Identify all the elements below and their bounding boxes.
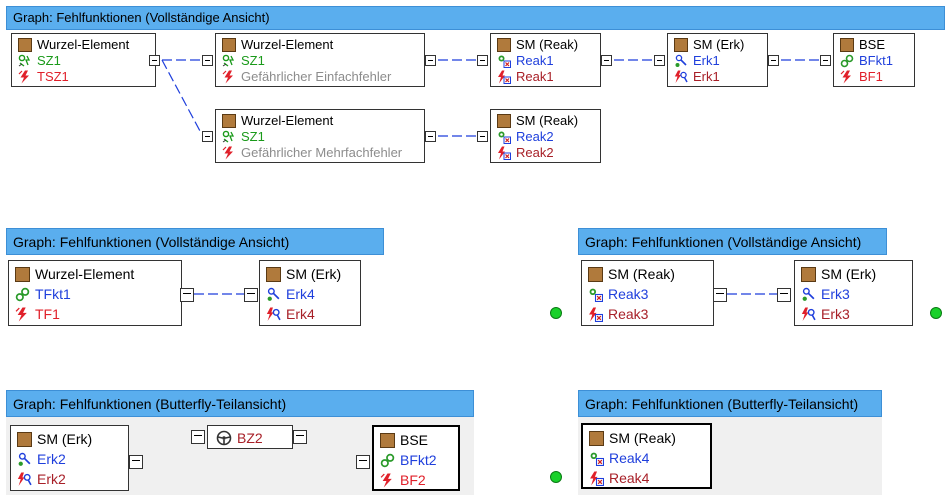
collapse-toggle[interactable] (777, 288, 791, 302)
collapse-toggle[interactable] (129, 455, 143, 469)
collapse-toggle[interactable] (293, 430, 307, 444)
reaction-fault-icon (589, 471, 604, 486)
reaction-fault-icon (497, 146, 511, 160)
detection-fault-icon (674, 70, 688, 84)
collapse-toggle[interactable] (425, 55, 436, 66)
node-sm-reak2[interactable]: SM (Reak) Reak2 Reak2 (490, 109, 601, 163)
element-box-icon (380, 432, 395, 448)
node-sm-erk2[interactable]: SM (Erk) Erk2 Erk2 (10, 425, 129, 491)
panel-title: Graph: Fehlfunktionen (Butterfly-Teilans… (585, 396, 859, 412)
node-root-element[interactable]: Wurzel-Element SZ1 TSZ1 (11, 33, 156, 87)
reaction-fault-icon (588, 307, 603, 322)
panel-header-graph5: Graph: Fehlfunktionen (Butterfly-Teilans… (578, 390, 882, 417)
collapse-toggle[interactable] (202, 55, 213, 66)
safety-goal-icon (222, 54, 236, 68)
node-sm-erk1[interactable]: SM (Erk) Erk1 Erk1 (667, 33, 768, 87)
status-dot (550, 471, 562, 483)
element-box-icon (497, 113, 511, 128)
fault-icon (222, 146, 236, 160)
node-sm-erk3[interactable]: SM (Erk) Erk3 Erk3 (794, 260, 913, 326)
collapse-toggle[interactable] (149, 55, 160, 66)
collapse-toggle[interactable] (180, 288, 194, 302)
element-box-icon (17, 431, 32, 447)
node-multi-fault[interactable]: Wurzel-Element SZ1 Gefährlicher Mehrfach… (215, 109, 425, 163)
collapse-toggle[interactable] (202, 131, 213, 142)
panel-title: Graph: Fehlfunktionen (Vollständige Ansi… (13, 234, 290, 250)
detection-fault-icon (266, 307, 281, 322)
reaction-icon (588, 287, 603, 302)
element-box-icon (266, 266, 281, 282)
reaction-icon (497, 54, 511, 68)
node-sm-reak4[interactable]: SM (Reak) Reak4 Reak4 (581, 423, 712, 489)
panel-header-graph4: Graph: Fehlfunktionen (Butterfly-Teilans… (6, 390, 474, 417)
element-box-icon (18, 37, 32, 52)
node-bse2[interactable]: BSE BFkt2 BF2 (372, 425, 460, 491)
panel-title: Graph: Fehlfunktionen (Vollständige Ansi… (13, 10, 270, 25)
panel-title: Graph: Fehlfunktionen (Vollständige Ansi… (585, 234, 862, 250)
node-sm-reak1[interactable]: SM (Reak) Reak1 Reak1 (490, 33, 601, 87)
panel-header-graph1: Graph: Fehlfunktionen (Vollständige Ansi… (6, 6, 945, 30)
fault-icon (380, 473, 395, 488)
reaction-icon (589, 451, 604, 466)
status-dot (550, 307, 562, 319)
element-box-icon (222, 113, 236, 128)
element-box-icon (674, 37, 688, 52)
function-icon (15, 287, 30, 302)
collapse-toggle[interactable] (356, 455, 370, 469)
collapse-toggle[interactable] (601, 55, 612, 66)
panel-title: Graph: Fehlfunktionen (Butterfly-Teilans… (13, 396, 287, 412)
node-single-fault[interactable]: Wurzel-Element SZ1 Gefährlicher Einfachf… (215, 33, 425, 87)
detection-icon (266, 287, 281, 302)
collapse-toggle[interactable] (820, 55, 831, 66)
safety-goal-icon (222, 130, 236, 144)
element-box-icon (497, 37, 511, 52)
fault-icon (15, 307, 30, 322)
node-sm-erk4[interactable]: SM (Erk) Erk4 Erk4 (259, 260, 361, 326)
panel-header-graph2: Graph: Fehlfunktionen (Vollständige Ansi… (6, 228, 384, 255)
detection-icon (674, 54, 688, 68)
reaction-fault-icon (497, 70, 511, 84)
function-icon (840, 54, 854, 68)
node-bse1[interactable]: BSE BFkt1 BF1 (833, 33, 915, 87)
function-icon (380, 453, 395, 468)
collapse-toggle[interactable] (477, 131, 488, 142)
element-box-icon (589, 430, 604, 446)
status-dot (930, 307, 942, 319)
element-box-icon (15, 266, 30, 282)
element-box-icon (801, 266, 816, 282)
element-box-icon (222, 37, 236, 52)
collapse-toggle[interactable] (191, 430, 205, 444)
fault-icon (18, 70, 32, 84)
node-sm-reak3[interactable]: SM (Reak) Reak3 Reak3 (581, 260, 714, 326)
fault-icon (840, 70, 854, 84)
collapse-toggle[interactable] (477, 55, 488, 66)
node-bz2[interactable]: BZ2 (207, 425, 293, 449)
panel-header-graph3: Graph: Fehlfunktionen (Vollständige Ansi… (578, 228, 887, 255)
reaction-icon (497, 130, 511, 144)
collapse-toggle[interactable] (713, 288, 727, 302)
detection-fault-icon (801, 307, 816, 322)
detection-icon (17, 452, 32, 467)
node-root-element-2[interactable]: Wurzel-Element TFkt1 TF1 (8, 260, 182, 326)
detection-icon (801, 287, 816, 302)
fault-icon (222, 70, 236, 84)
collapse-toggle[interactable] (425, 131, 436, 142)
safety-goal-icon (18, 54, 32, 68)
element-box-icon (840, 37, 854, 52)
steering-wheel-icon (216, 430, 232, 446)
collapse-toggle[interactable] (768, 55, 779, 66)
collapse-toggle[interactable] (654, 55, 665, 66)
element-box-icon (588, 266, 603, 282)
collapse-toggle[interactable] (244, 288, 258, 302)
detection-fault-icon (17, 472, 32, 487)
